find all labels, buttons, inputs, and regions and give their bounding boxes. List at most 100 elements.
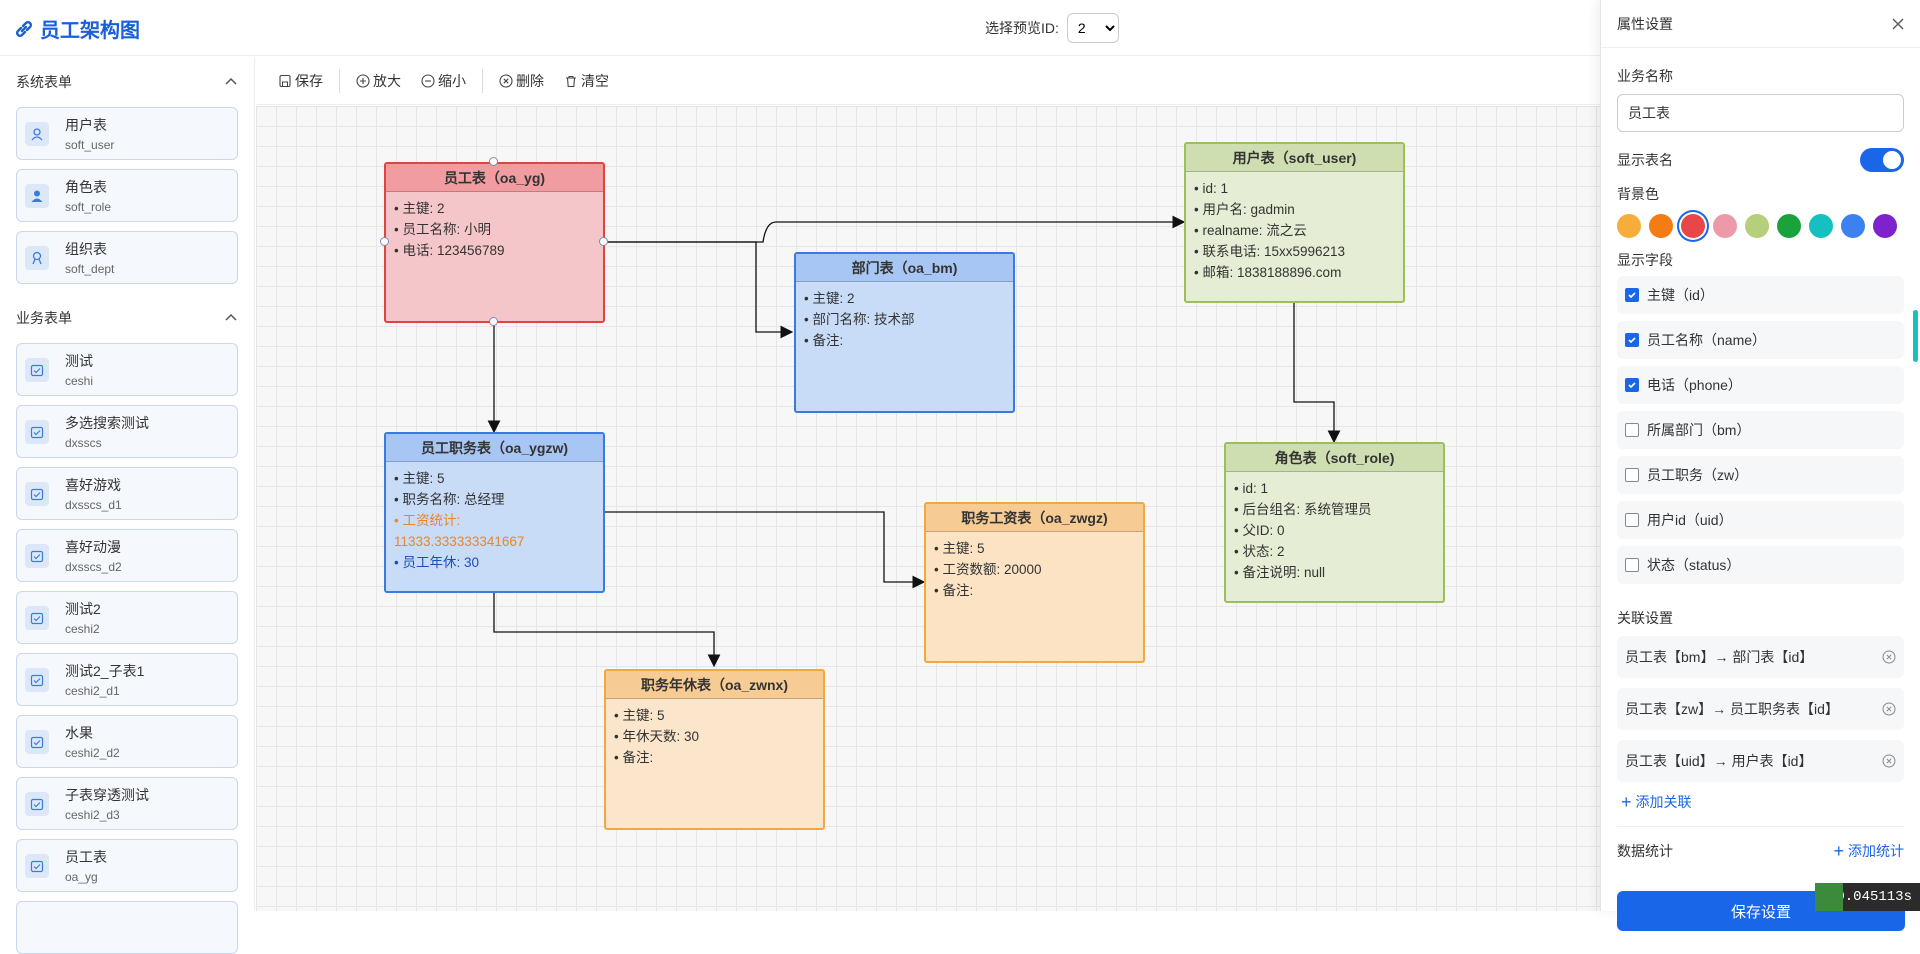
chevron-up-icon[interactable] (224, 75, 238, 89)
biz-name-input[interactable]: 员工表 (1617, 94, 1904, 132)
sidebar-item-partial[interactable] (16, 901, 238, 954)
color-swatch-teal[interactable] (1809, 214, 1833, 238)
color-swatch-blue[interactable] (1841, 214, 1865, 238)
node-title: 部门表（oa_bm) (796, 254, 1013, 282)
color-swatch-purple[interactable] (1873, 214, 1897, 238)
color-swatch-green[interactable] (1777, 214, 1801, 238)
sidebar-item-label: 水果 (65, 725, 93, 741)
diagram-canvas[interactable]: 员工表（oa_yg) • 主键: 2 • 员工名称: 小明 • 电话: 1234… (256, 106, 1600, 911)
sidebar-item-label: 组织表 (65, 241, 107, 257)
node-handle-bottom[interactable] (489, 317, 498, 326)
close-icon[interactable] (1892, 18, 1904, 30)
chevron-up-icon[interactable] (224, 311, 238, 325)
clear-button[interactable]: 清空 (554, 71, 619, 91)
node-oa-ygzw[interactable]: 员工职务表（oa_ygzw) • 主键: 5 • 职务名称: 总经理 • 工资统… (384, 432, 605, 593)
app-logo: 员工架构图 (14, 14, 140, 43)
node-soft-user[interactable]: 用户表（soft_user) • id: 1 • 用户名: gadmin • r… (1184, 142, 1405, 303)
remove-circle-icon[interactable] (1882, 650, 1896, 664)
color-swatch-orange[interactable] (1617, 214, 1641, 238)
color-swatch-pink[interactable] (1713, 214, 1737, 238)
color-swatch-light-green[interactable] (1745, 214, 1769, 238)
node-oa-zwgz[interactable]: 职务工资表（oa_zwgz) • 主键: 5 • 工资数额: 20000 • 备… (924, 502, 1145, 663)
node-title: 用户表（soft_user) (1186, 144, 1403, 172)
fields-scrollbar[interactable] (1913, 310, 1918, 362)
checkbox[interactable] (1625, 513, 1639, 527)
sidebar-item-code: ceshi2 (65, 622, 100, 636)
node-handle-top[interactable] (489, 157, 498, 166)
field-item[interactable]: 员工名称（name） (1617, 321, 1904, 359)
node-title: 员工职务表（oa_ygzw) (386, 434, 603, 462)
color-swatch-red[interactable] (1681, 214, 1705, 238)
timer-value: 0.045113s (1836, 889, 1912, 905)
org-icon (25, 245, 49, 270)
relation-item[interactable]: 员工表【zw】→ 员工职务表【id】 (1617, 688, 1904, 730)
sidebar-item-label: 测试2_子表1 (65, 663, 145, 679)
field-item[interactable]: 所属部门（bm） (1617, 411, 1904, 449)
checkbox-checked[interactable] (1625, 333, 1639, 347)
field-item[interactable]: 状态（status） (1617, 546, 1904, 584)
fields-list: 主键（id） 员工名称（name） 电话（phone） 所属部门（bm） 员工职… (1601, 276, 1920, 596)
node-oa-yg[interactable]: 员工表（oa_yg) • 主键: 2 • 员工名称: 小明 • 电话: 1234… (384, 162, 605, 323)
relation-item[interactable]: 员工表【uid】→ 用户表【id】 (1617, 740, 1904, 782)
remove-circle-icon[interactable] (1882, 754, 1896, 768)
checkbox[interactable] (1625, 423, 1639, 437)
group-header-system[interactable]: 系统表单 (0, 57, 254, 107)
node-handle-right[interactable] (599, 237, 608, 246)
field-item[interactable]: 用户id（uid） (1617, 501, 1904, 539)
node-title: 职务工资表（oa_zwgz) (926, 504, 1143, 532)
node-oa-bm[interactable]: 部门表（oa_bm) • 主键: 2 • 部门名称: 技术部 • 备注: (794, 252, 1015, 413)
node-body: • 主键: 2 • 员工名称: 小明 • 电话: 123456789 (386, 192, 603, 267)
field-label: 员工名称（name） (1647, 332, 1767, 348)
edge-ygzw-zwgz (604, 511, 926, 589)
relation-item[interactable]: 员工表【bm】→ 部门表【id】 (1617, 636, 1904, 678)
zoom-in-label: 放大 (373, 72, 401, 89)
app-title: 员工架构图 (40, 20, 140, 42)
edge-yg-bm (604, 241, 794, 339)
add-relation-button[interactable]: + 添加关联 (1621, 792, 1920, 812)
field-item[interactable]: 电话（phone） (1617, 366, 1904, 404)
toggle-knob (1883, 151, 1901, 169)
sidebar-item-label: 员工表 (65, 849, 107, 865)
plus-icon: + (1833, 841, 1844, 861)
zoom-in-button[interactable]: 放大 (346, 71, 411, 91)
sidebar-item-ceshi2-d2[interactable]: 水果 ceshi2_d2 (16, 715, 238, 768)
node-handle-left[interactable] (380, 237, 389, 246)
form-icon (25, 791, 49, 816)
preview-id-select[interactable]: 2 (1066, 13, 1119, 43)
show-name-toggle[interactable] (1860, 148, 1904, 172)
field-label: 状态（status） (1647, 557, 1741, 573)
checkbox[interactable] (1625, 468, 1639, 482)
sidebar-item-code: ceshi2_d2 (65, 746, 120, 760)
preview-selector: 选择预览ID: 2 (985, 13, 1119, 43)
checkbox-checked[interactable] (1625, 288, 1639, 302)
field-item[interactable]: 主键（id） (1617, 276, 1904, 314)
add-stats-button[interactable]: + 添加统计 (1833, 841, 1904, 861)
remove-circle-icon[interactable] (1882, 702, 1896, 716)
checkbox[interactable] (1625, 558, 1639, 572)
form-icon (25, 605, 49, 630)
group-header-business[interactable]: 业务表单 (0, 293, 254, 343)
zoom-out-button[interactable]: 缩小 (411, 71, 476, 91)
field-item[interactable]: 员工职务（zw） (1617, 456, 1904, 494)
node-field: • 主键: 5 (394, 471, 445, 486)
edge-user-role (1293, 302, 1341, 444)
checkbox-checked[interactable] (1625, 378, 1639, 392)
save-button[interactable]: 保存 (268, 71, 333, 91)
node-field: • 职务名称: 总经理 (394, 492, 505, 507)
delete-button[interactable]: 删除 (489, 71, 554, 91)
node-field: • 备注: (804, 333, 844, 348)
color-swatch-dark-orange[interactable] (1649, 214, 1673, 238)
node-oa-zwnx[interactable]: 职务年休表（oa_zwnx) • 主键: 5 • 年休天数: 30 • 备注: (604, 669, 825, 830)
node-soft-role[interactable]: 角色表（soft_role) • id: 1 • 后台组名: 系统管理员 • 父… (1224, 442, 1445, 603)
